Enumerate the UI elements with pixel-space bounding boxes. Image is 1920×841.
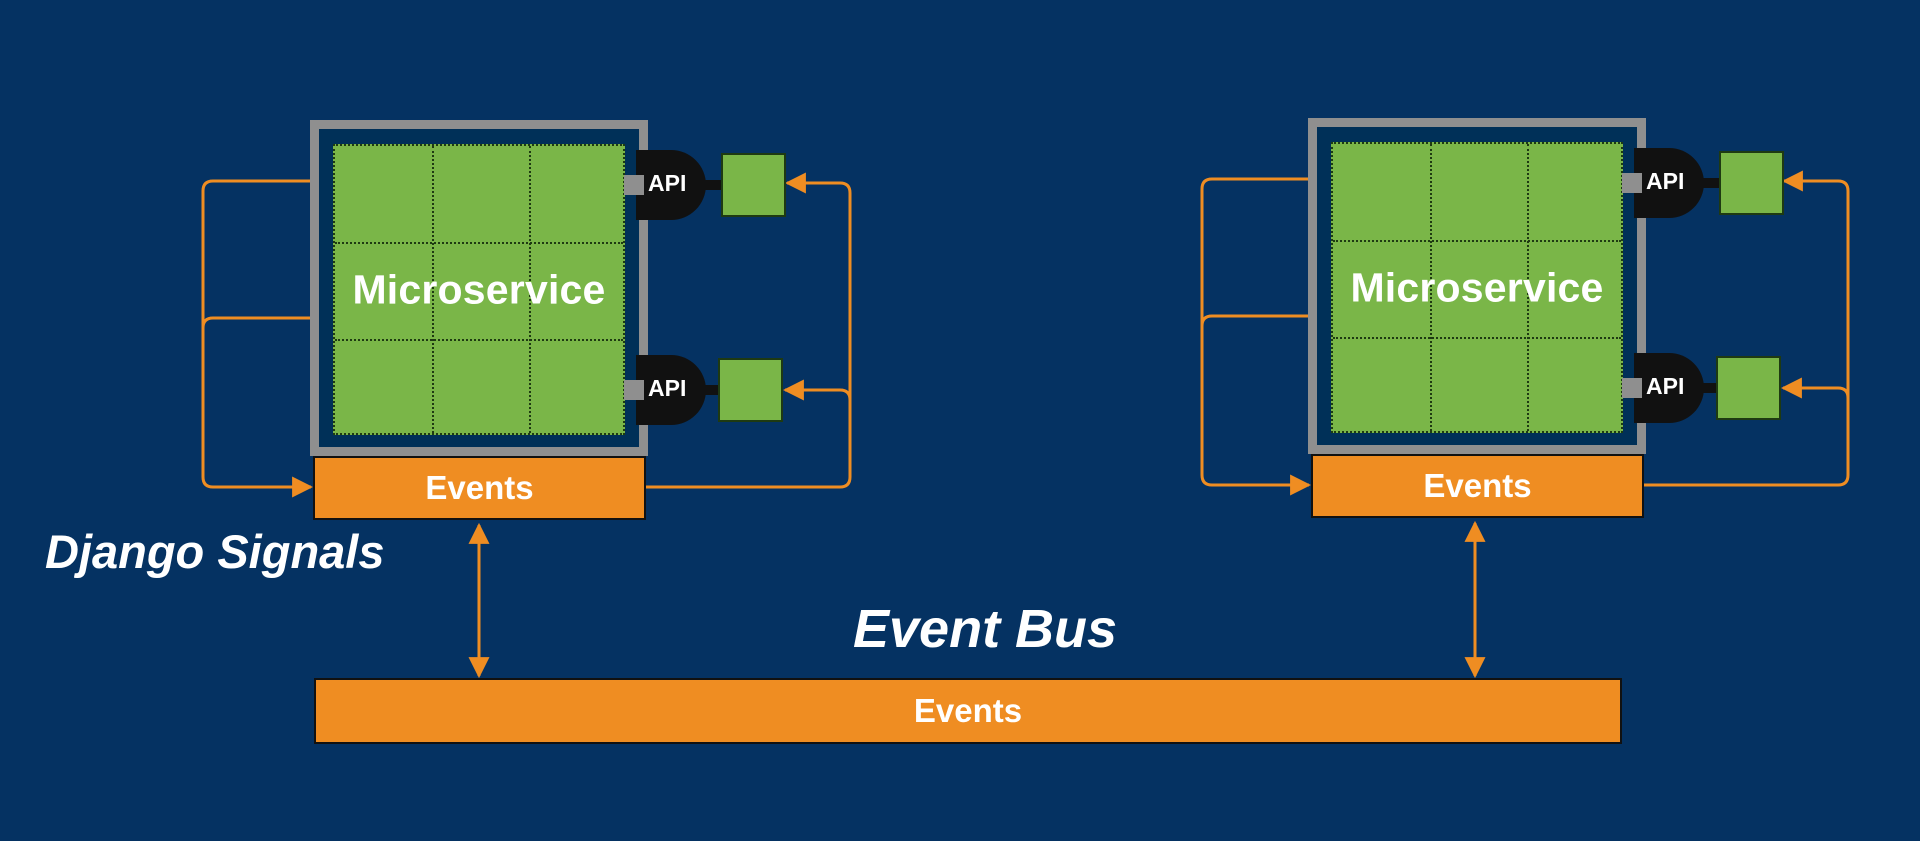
local-events-box: Events bbox=[313, 456, 646, 520]
api-feed-arrow bbox=[1780, 377, 1850, 399]
microservice-label: Microservice bbox=[352, 266, 606, 312]
api-label: API bbox=[1646, 168, 1685, 194]
microservice-grid: Microservice bbox=[1331, 142, 1623, 433]
local-events-box: Events bbox=[1311, 454, 1644, 518]
api-client-box bbox=[718, 358, 783, 422]
api-port[interactable]: API bbox=[1622, 353, 1719, 423]
signal-loop-arrow bbox=[201, 179, 314, 498]
signal-loop-line bbox=[1200, 314, 1309, 327]
api-client-box bbox=[1716, 356, 1781, 420]
api-feed-arrow bbox=[1643, 170, 1850, 487]
api-port[interactable]: API bbox=[1622, 148, 1719, 218]
django-signals-caption: Django Signals bbox=[45, 525, 385, 578]
api-client-box bbox=[1719, 151, 1784, 215]
event-bus-title: Event Bus bbox=[853, 599, 1118, 659]
api-feed-arrow bbox=[782, 379, 852, 401]
api-label: API bbox=[1646, 373, 1685, 399]
api-feed-arrow bbox=[645, 172, 852, 489]
microservice-label: Microservice bbox=[1350, 264, 1604, 310]
api-client-box bbox=[721, 153, 786, 217]
api-port[interactable]: API bbox=[624, 150, 721, 220]
microservice-grid: Microservice bbox=[333, 144, 625, 435]
signal-loop-line bbox=[201, 316, 311, 329]
signal-loop-arrow bbox=[1200, 177, 1312, 496]
api-port[interactable]: API bbox=[624, 355, 721, 425]
api-label: API bbox=[648, 170, 687, 196]
event-bus-box: Events bbox=[314, 678, 1622, 744]
api-label: API bbox=[648, 375, 687, 401]
